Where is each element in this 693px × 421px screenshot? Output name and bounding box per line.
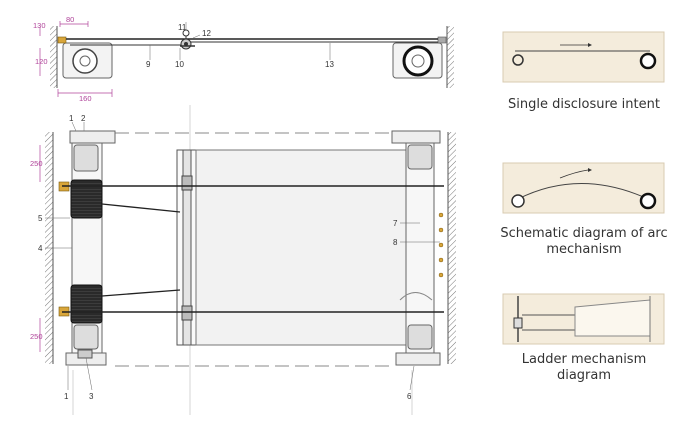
callout-12: 12 [202,29,211,38]
left-coil-lower [70,284,103,324]
right-column [405,142,435,354]
callout-1-top: 1 [69,114,74,123]
dim-80: 80 [66,15,74,24]
callout-3: 3 [89,392,94,401]
dim-120: 120 [35,57,48,66]
left-column-top-cap [69,130,116,144]
caption-single-disclosure: Single disclosure intent [508,97,660,112]
caption-arc-mechanism: Schematic diagram of arc mechanism [500,226,668,257]
plan-view: 250 250 1 2 5 4 7 8 1 3 6 [30,105,456,415]
plan-right-wall-hatch [448,132,456,364]
right-column-top-cap [391,130,441,144]
callout-11: 11 [178,23,187,32]
dim-250-top: 250 [30,159,43,168]
left-rail [182,149,192,346]
callout-2: 2 [81,114,86,123]
left-motor-bottom [73,324,99,350]
top-view: 130 80 120 160 9 10 11 12 13 [33,15,454,103]
left-motor-top [73,144,99,172]
callout-9: 9 [146,60,151,69]
dim-250-bottom: 250 [30,332,43,341]
thumbnail-ladder [502,293,665,345]
screen-panel [195,149,410,346]
left-wall-hatch [50,26,57,88]
caption-ladder-mechanism: Ladder mechanism diagram [521,352,647,383]
callout-8: 8 [393,238,398,247]
carriage [180,29,195,50]
callout-1-bottom: 1 [64,392,69,401]
callout-5: 5 [38,214,43,223]
thumbnail-single [502,31,665,83]
right-column-bottom-cap [395,352,441,366]
dim-130: 130 [33,21,46,30]
thumbnail-arc [502,162,665,214]
callout-10: 10 [175,60,184,69]
right-wall-hatch [447,26,454,88]
callout-4: 4 [38,244,43,253]
callout-6: 6 [407,392,412,401]
callout-7: 7 [393,219,398,228]
left-coil-upper [70,179,103,219]
callout-13: 13 [325,60,334,69]
dim-160: 160 [79,94,92,103]
